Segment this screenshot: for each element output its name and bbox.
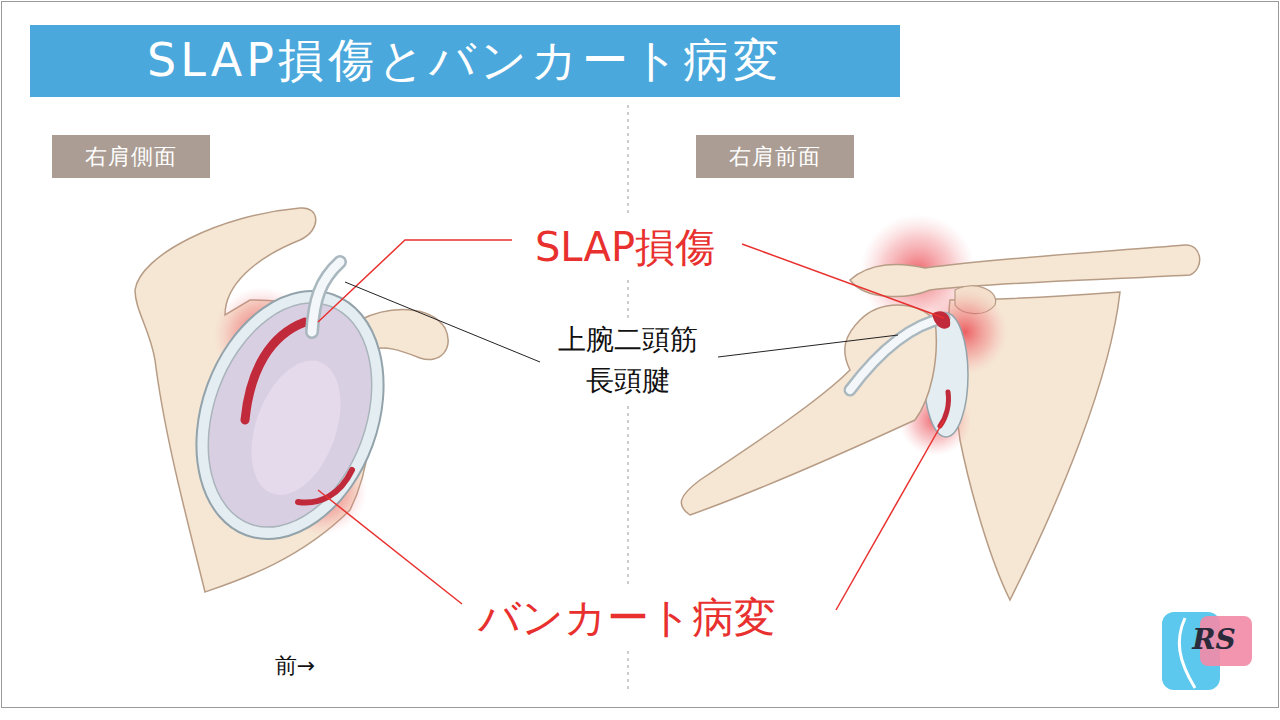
part-label: 上腕二頭筋 長頭腱 bbox=[546, 318, 710, 403]
logo-watermark: RS bbox=[1192, 620, 1236, 661]
title-text: SLAP損傷とバンカート病変 bbox=[147, 30, 783, 92]
callout-label: バンカート病変 bbox=[470, 586, 784, 651]
direction-note: 前→ bbox=[275, 650, 315, 682]
view-tag-text: 右肩前面 bbox=[729, 142, 821, 172]
view-tag-text: 右肩側面 bbox=[85, 142, 177, 172]
view-tag: 右肩側面 bbox=[52, 135, 210, 178]
title-banner: SLAP損傷とバンカート病変 bbox=[30, 25, 900, 97]
callout-label: SLAP損傷 bbox=[527, 216, 723, 278]
view-tag: 右肩前面 bbox=[696, 135, 854, 178]
